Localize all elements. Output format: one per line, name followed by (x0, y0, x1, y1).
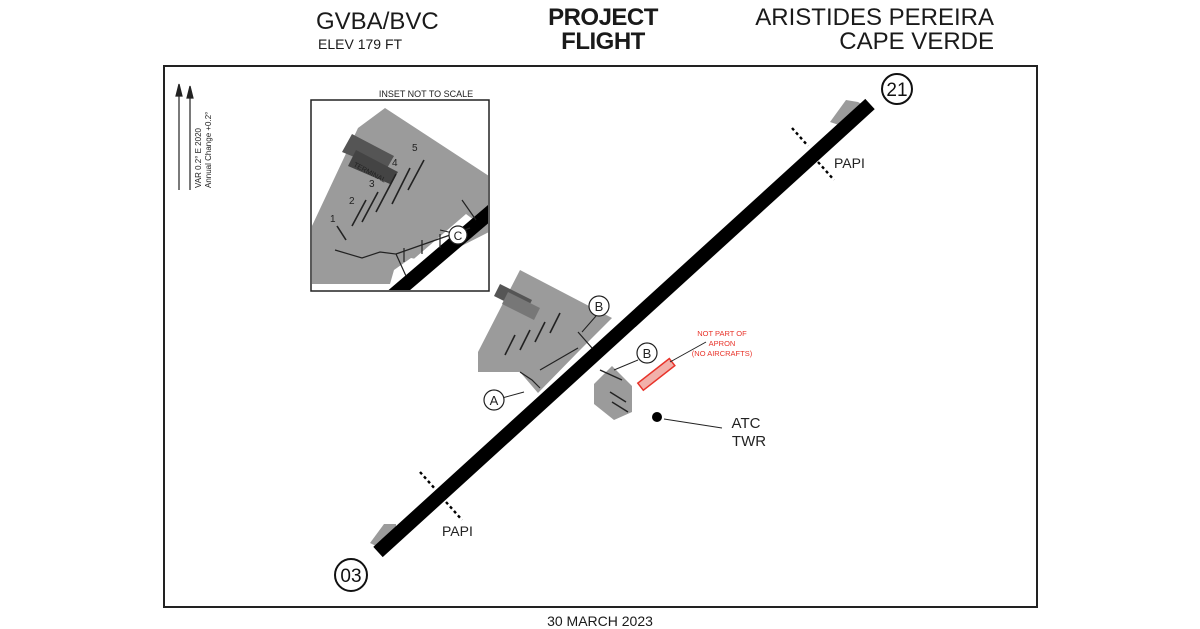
inset: INSET NOT TO SCALE TERMINAL 1 2 3 4 5 (310, 89, 490, 292)
secondary-apron (594, 357, 676, 420)
brand-line-1: PROJECT (548, 4, 658, 31)
atc-tower-label-2: TWR (732, 433, 766, 450)
atc-tower-label-1: ATC (732, 415, 761, 432)
airport-name: ARISTIDES PEREIRA (755, 4, 994, 31)
restricted-area (636, 357, 676, 392)
stand-number-1: 1 (330, 214, 336, 225)
annual-change-text: Annual Change +0.2° (204, 112, 213, 188)
airport-elevation: ELEV 179 FT (318, 36, 403, 52)
taxiway-b-south: B (613, 342, 658, 371)
runway-end-21-label: 21 (886, 80, 907, 101)
inset-title: INSET NOT TO SCALE (379, 89, 473, 99)
annotation-leader (669, 341, 707, 363)
main-apron (478, 270, 612, 393)
threshold-pad-south (370, 524, 396, 548)
atc-tower-leader (663, 418, 723, 429)
north-arrow-icon (175, 83, 194, 190)
airport-name-block: ARISTIDES PEREIRA CAPE VERDE (755, 6, 994, 54)
stand-number-2: 2 (349, 196, 355, 207)
runway (373, 98, 875, 558)
inset-taxiway-c (448, 225, 468, 245)
annotation-line-2: APRON (709, 339, 736, 348)
runway-end-21: 21 (881, 73, 913, 105)
taxiway-b-south-label: B (643, 346, 652, 361)
runway-end-03-label: 03 (340, 566, 361, 587)
stand-number-4: 4 (392, 158, 398, 169)
brand-line-2: FLIGHT (561, 28, 645, 55)
inset-terminal (342, 134, 394, 170)
annotation-line-1: NOT PART OF (697, 329, 747, 338)
papi-label-south: PAPI (442, 523, 473, 539)
chart-date: 30 MARCH 2023 (547, 613, 653, 629)
chart-frame (163, 65, 1038, 608)
variation-text: VAR 0.2° E 2020 (194, 127, 203, 188)
stand-number-3: 3 (369, 179, 375, 190)
taxiway-b-north-label: B (595, 299, 604, 314)
stand-number-5: 5 (412, 143, 418, 154)
taxiway-b-north: B (581, 295, 610, 333)
inset-taxiway-c-label: C (454, 229, 463, 243)
inset-runway (388, 205, 488, 290)
papi-label-north: PAPI (834, 155, 865, 171)
airport-code: GVBA/BVC (316, 8, 439, 35)
papi-markers (419, 127, 835, 521)
taxiway-a-label: A (490, 393, 499, 408)
brand-logo: PROJECT FLIGHT (518, 6, 688, 54)
annotation-line-3: (NO AIRCRAFTS) (692, 349, 753, 358)
runway-end-03: 03 (334, 558, 368, 592)
airport-country: CAPE VERDE (839, 28, 994, 55)
taxiway-a: A (483, 389, 525, 411)
atc-tower-icon (652, 412, 662, 422)
